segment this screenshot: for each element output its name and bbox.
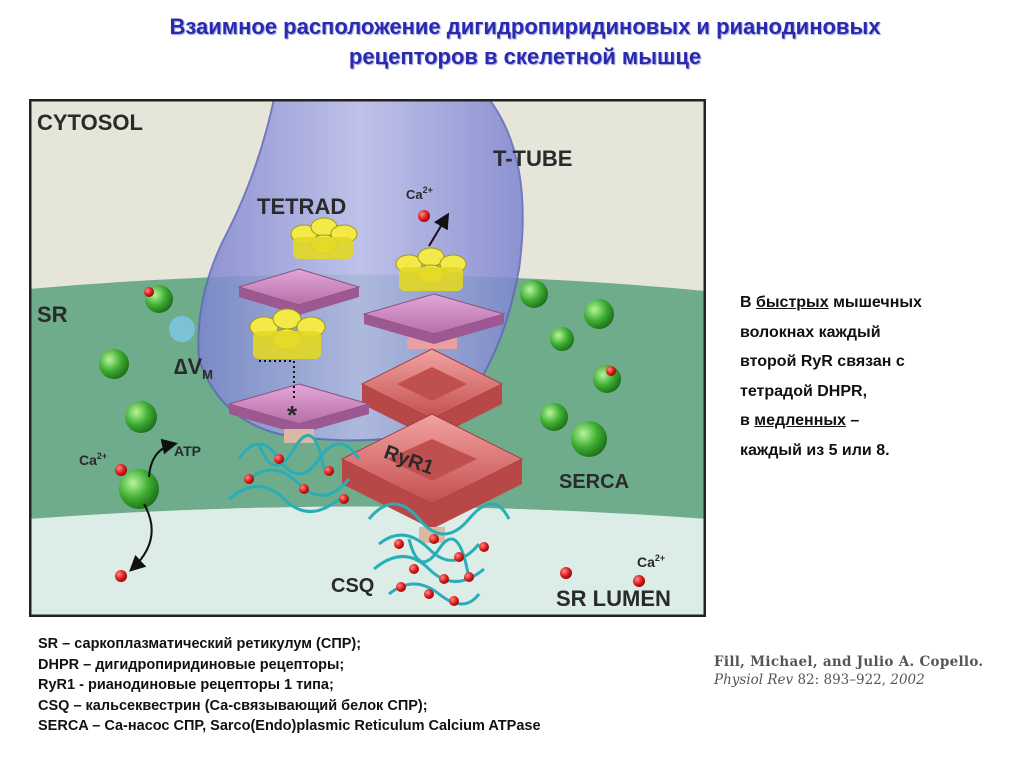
label-csq: CSQ (331, 575, 374, 597)
title-line-2: рецепторов в скелетной мышце (348, 44, 702, 69)
receptor-diagram: CYTOSOL T-TUBE TETRAD SR ∆VM * Ca2+ Ca2+… (29, 99, 706, 617)
label-sr-lumen: SR LUMEN (556, 586, 671, 611)
vm-dotted-line (259, 360, 295, 399)
legend-item: SR – саркоплазматический ретикулум (СПР)… (38, 636, 362, 652)
side-line-3: второй RyR связан с (740, 353, 905, 370)
dhpr-tetrad-right (395, 247, 467, 291)
dhpr-tetrad-top (290, 217, 358, 259)
title-line-1: Взаимное расположение дигидропиридиновых… (169, 14, 881, 39)
label-delta-v: ∆VM (174, 354, 213, 382)
side-line-5: в медленных – (740, 412, 860, 429)
serca-pumps (99, 280, 621, 509)
side-line-1: В быстрых мышечных (740, 294, 922, 311)
label-cytosol: CYTOSOL (37, 110, 143, 135)
side-line-6: каждый из 5 или 8. (740, 441, 890, 459)
csq-filaments (228, 434, 511, 606)
citation-authors: Fill, Michael, and Julio A. Copello. (714, 654, 984, 670)
label-ca-top: Ca2+ (406, 185, 433, 202)
label-tetrad: TETRAD (257, 194, 346, 219)
side-line-2: волокнах каждый (740, 323, 881, 341)
side-note: В быстрых мышечных волокнах каждый второ… (740, 288, 1010, 465)
legend-item: RyR1 - рианодиновые рецепторы 1 типа; (38, 677, 334, 693)
label-atp: ATP (174, 443, 201, 459)
page-title: Взаимное расположение дигидропиридиновых… (70, 12, 980, 72)
dhpr-tetrad-left (249, 308, 326, 359)
sr-lumen-region (29, 506, 706, 617)
ca-ions (115, 210, 645, 606)
citation: Fill, Michael, and Julio A. Copello. Phy… (714, 654, 983, 688)
citation-journal: Physiol Rev 82: 893–922, 2002 (714, 672, 925, 688)
label-sr: SR (37, 302, 68, 327)
legend-item: SERCA – Са-насос СПР, Sarco(Endo)plasmic… (38, 718, 541, 734)
arrows (129, 212, 450, 572)
abbreviation-legend: SR – саркоплазматический ретикулум (СПР)… (38, 634, 541, 737)
side-line-4: тетрадой DHPR, (740, 382, 868, 400)
legend-item: DHPR – дигидропиридиновые рецепторы; (38, 656, 345, 673)
label-serca: SERCA (559, 471, 629, 493)
dhpr-plates (227, 268, 506, 443)
label-ca-right: Ca2+ (637, 553, 665, 570)
label-t-tube: T-TUBE (493, 146, 572, 171)
legend-item: CSQ – кальсеквестрин (Са-связывающий бел… (38, 697, 428, 714)
label-ca-left: Ca2+ (79, 451, 107, 468)
label-asterisk: * (287, 400, 298, 430)
